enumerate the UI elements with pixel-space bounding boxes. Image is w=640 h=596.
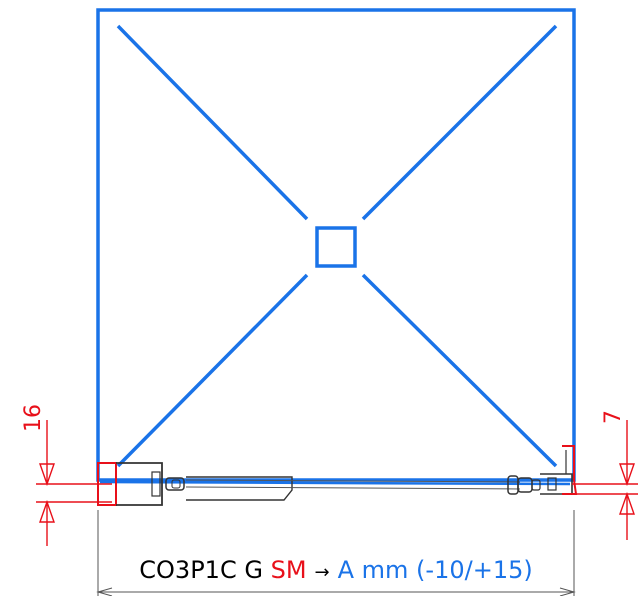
glass-panel (99, 480, 571, 486)
panel-edge-top (185, 479, 521, 483)
left-dimension: 16 (21, 404, 112, 546)
left-connector (165, 477, 185, 491)
panel-edge-bottom (185, 486, 521, 490)
caption-variant: SM (271, 556, 307, 584)
left-connector-inner (171, 479, 181, 489)
right-dim-arrow-bottom (619, 491, 635, 515)
width-dimension: CO3P1C G SM → A mm (-10/+15) (96, 510, 576, 596)
caption-arrow: → (315, 562, 330, 583)
right-profile-insert (547, 477, 557, 491)
width-arrow-left (96, 587, 113, 596)
right-hinge-c (531, 479, 541, 491)
caption-model: CO3P1C G (139, 556, 263, 584)
right-dimension: 7 (572, 410, 638, 540)
slope-line-bottom-right (361, 273, 558, 468)
right-dim-arrow-top (619, 463, 635, 487)
tray-outline (96, 8, 576, 482)
fixed-panel-outline (186, 476, 293, 501)
fixed-panel (185, 476, 521, 501)
caption-formula: A mm (-10/+15) (338, 556, 533, 584)
drain-square (315, 226, 357, 268)
right-dim-value: 7 (601, 410, 626, 424)
slope-line-bottom-left (116, 273, 309, 468)
width-arrow-right (559, 587, 576, 596)
slope-line-top-right (361, 24, 558, 221)
width-caption: CO3P1C G SM → A mm (-10/+15) (139, 556, 532, 584)
right-profile-red (562, 445, 578, 495)
shower-tray (96, 8, 576, 482)
left-profile-body (116, 462, 163, 506)
slope-line-top-left (116, 24, 309, 221)
glass-line (99, 480, 571, 486)
left-dim-arrow-top (39, 463, 55, 487)
left-profile-insert (151, 471, 161, 497)
left-dim-arrow-bottom (39, 499, 55, 523)
left-dim-value: 16 (21, 404, 46, 432)
